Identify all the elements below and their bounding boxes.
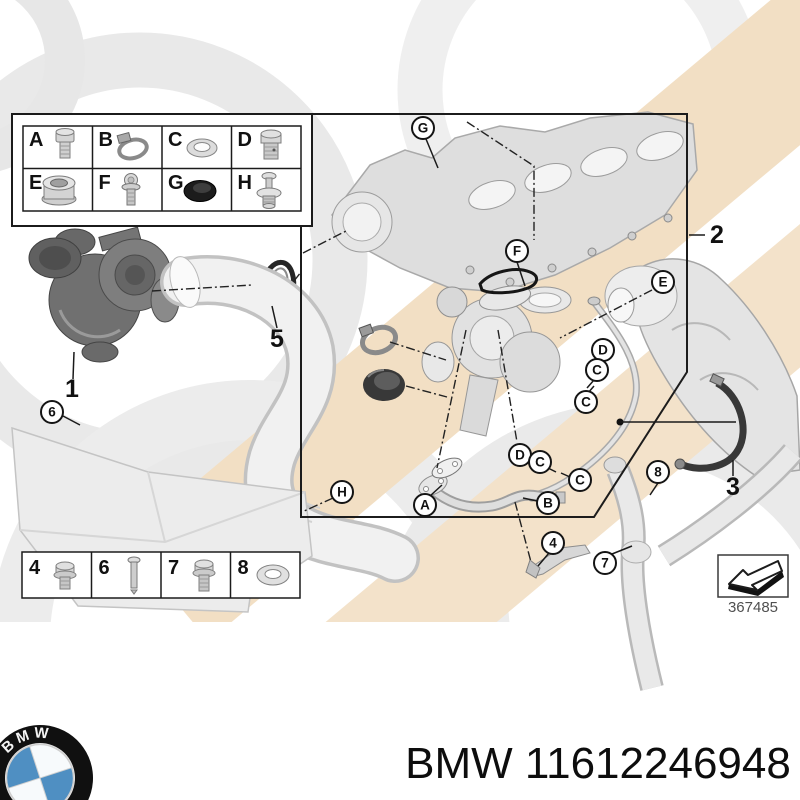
svg-text:A: A [420,498,430,513]
svg-text:C: C [575,473,585,488]
legend-label: E [29,172,42,194]
intake-pipe-art [160,255,420,583]
reference-box: 367485 [717,554,789,616]
part-label-3: 3 [726,473,740,501]
callout-C: C [528,450,552,474]
footer: BMW BMW 11612246948 [0,718,791,800]
legend-label: G [168,172,184,194]
callout-F: F [505,239,529,263]
legend-label: B [99,129,113,151]
svg-text:4: 4 [549,536,557,551]
kit-contents-box [300,113,688,518]
part-label-1: 1 [65,375,79,403]
callouts: G F E D C C D C C H A B 8 4 7 6 [40,116,675,575]
clamp-art [358,323,398,356]
legend-label: A [29,129,43,151]
bmw-logo-icon: BMW [0,718,93,800]
leader-lines [62,121,736,567]
exhaust-pipe-art [603,444,800,691]
svg-text:E: E [658,275,667,290]
callout-B: B [536,491,560,515]
legend-label: 4 [29,557,41,579]
callout-A: A [413,493,437,517]
callout-D: D [508,443,532,467]
flange-bolt-icon [192,559,216,592]
svg-text:C: C [535,455,545,470]
legend-label: D [238,129,252,151]
svg-text:B: B [543,496,553,511]
callout-C: C [568,468,592,492]
svg-text:C: C [581,395,591,410]
svg-text:G: G [418,121,429,136]
turbocharger-center-art [421,285,572,437]
hex-bolt-icon [55,128,75,159]
callout-6: 6 [40,400,64,424]
collar-nut-icon [41,175,77,206]
legend-label: 7 [168,557,179,579]
turbocharger-part-art [28,226,180,363]
legend-label: 8 [238,557,249,579]
svg-text:7: 7 [601,556,609,571]
legend-label: F [99,172,111,194]
sealing-washer-icon [186,138,218,158]
watermark-arc [0,0,85,172]
svg-text:8: 8 [654,465,662,480]
svg-text:6: 6 [48,405,56,420]
torx-flange-bolt-icon [121,173,141,206]
callout-C: C [585,358,609,382]
callout-G: G [411,116,435,140]
diagram-ref-number: 367485 [728,599,778,616]
watermark-arc [0,380,510,622]
long-screw-icon [127,556,141,595]
svg-text:C: C [592,363,602,378]
rubber-grommet-icon [183,180,217,202]
turbo-gasket-art [478,268,538,295]
direction-arrow-icon [728,560,784,596]
oil-return-hose-art [674,373,747,472]
footer-part-number: BMW 11612246948 [405,739,791,788]
callout-4: 4 [541,531,565,555]
legend-label: H [238,172,252,194]
legend-top: A B C D E F G H [11,113,313,227]
legend-bottom: 4 6 7 8 [21,551,301,599]
bracket-art [525,544,591,579]
legend-label: C [168,129,182,151]
callout-H: H [330,480,354,504]
flange-bolt-icon [53,561,77,590]
callout-E: E [651,270,675,294]
svg-text:D: D [598,343,608,358]
svg-text:H: H [337,485,347,500]
part-label-5: 5 [270,325,284,353]
svg-text:F: F [513,244,521,259]
part-label-2: 2 [710,221,724,249]
banjo-bolt-icon [260,129,282,160]
svg-text:D: D [515,448,525,463]
washer-icon [256,564,290,586]
callout-C: C [574,390,598,414]
callout-D: D [591,338,615,362]
oil-drain-pipe-art [418,457,566,513]
hose-clamp-icon [116,131,149,161]
legend-label: 6 [99,557,110,579]
cylinder-head-art [331,111,698,293]
callout-7: 7 [593,551,617,575]
watermark-tan-band [298,130,800,622]
screw-with-washer-icon [256,172,282,209]
part-number-labels: 1 2 3 5 [65,221,740,501]
grommet-art [363,369,405,401]
callout-8: 8 [646,460,670,484]
